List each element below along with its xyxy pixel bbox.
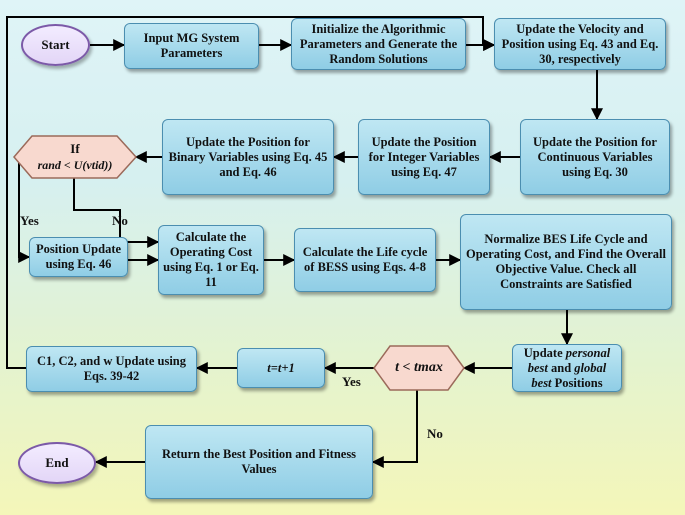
normalize-box: Normalize BES Life Cycle and Operating C… [460, 214, 672, 310]
update-velocity-label: Update the Velocity and Position using E… [501, 21, 659, 66]
end-label: End [45, 455, 69, 470]
return-best-label: Return the Best Position and Fitness Val… [161, 447, 357, 476]
coefficient-update-box: C1, C2, and w Update using Eqs. 39-42 [26, 346, 197, 392]
iteration-decision-text: t < tmax [384, 352, 454, 384]
input-parameters-box: Input MG System Parameters [124, 23, 259, 69]
normalize-label: Normalize BES Life Cycle and Operating C… [465, 232, 666, 291]
position-update-box: Position Update using Eq. 46 [29, 237, 128, 277]
update-best-text-2: and [547, 360, 575, 375]
no-label-bottom: No [427, 426, 443, 441]
return-best-box: Return the Best Position and Fitness Val… [145, 425, 373, 499]
update-velocity-box: Update the Velocity and Position using E… [494, 18, 666, 70]
increment-label: t=t+1 [267, 360, 295, 375]
arrow-decision-yes [18, 157, 31, 263]
start-terminal: Start [21, 24, 90, 66]
initialize-label: Initialize the Algorithmic Parameters an… [299, 21, 458, 66]
end-terminal: End [18, 442, 96, 484]
update-best-text-1: Update [523, 345, 566, 360]
binary-decision-expression: rand < U(vtid)) [37, 158, 113, 172]
operating-cost-label: Calculate the Operating Cost using Eq. 1… [163, 230, 259, 289]
iteration-decision-hexagon [373, 345, 465, 391]
global-best-text: global best [531, 360, 607, 390]
yes-label-left: Yes [20, 213, 39, 228]
update-binary-label: Update the Position for Binary Variables… [168, 134, 328, 179]
binary-decision-title: If [70, 141, 80, 156]
iteration-decision-expression: t < tmax [395, 360, 443, 375]
update-continuous-label: Update the Position for Continuous Varia… [533, 134, 657, 179]
binary-decision-text: If rand < U(vtid)) [24, 138, 126, 176]
personal-best-text: personal best [527, 345, 611, 375]
update-continuous-box: Update the Position for Continuous Varia… [520, 119, 670, 195]
update-best-label: Update personal best and global best Pos… [517, 346, 617, 391]
yes-label-bottom: Yes [342, 374, 361, 389]
arrow-loop-back [6, 16, 496, 369]
no-label-left: No [112, 213, 128, 228]
coefficient-update-label: C1, C2, and w Update using Eqs. 39-42 [37, 354, 186, 383]
life-cycle-box: Calculate the Life cycle of BESS using E… [294, 228, 436, 292]
binary-decision-hexagon [13, 135, 138, 179]
update-binary-box: Update the Position for Binary Variables… [162, 119, 334, 195]
initialize-box: Initialize the Algorithmic Parameters an… [291, 18, 466, 70]
arrow-decision-no [73, 178, 160, 248]
update-best-text-3: Positions [551, 375, 603, 390]
position-update-label: Position Update using Eq. 46 [35, 242, 122, 271]
increment-box: t=t+1 [237, 348, 325, 388]
update-integer-box: Update the Position for Integer Variable… [358, 119, 490, 195]
start-label: Start [41, 37, 70, 52]
input-parameters-label: Input MG System Parameters [143, 31, 240, 60]
operating-cost-box: Calculate the Operating Cost using Eq. 1… [158, 225, 264, 295]
arrow-decision-no-return [371, 390, 418, 468]
update-best-box: Update personal best and global best Pos… [512, 344, 622, 392]
update-integer-label: Update the Position for Integer Variable… [368, 134, 480, 179]
life-cycle-label: Calculate the Life cycle of BESS using E… [302, 245, 428, 274]
